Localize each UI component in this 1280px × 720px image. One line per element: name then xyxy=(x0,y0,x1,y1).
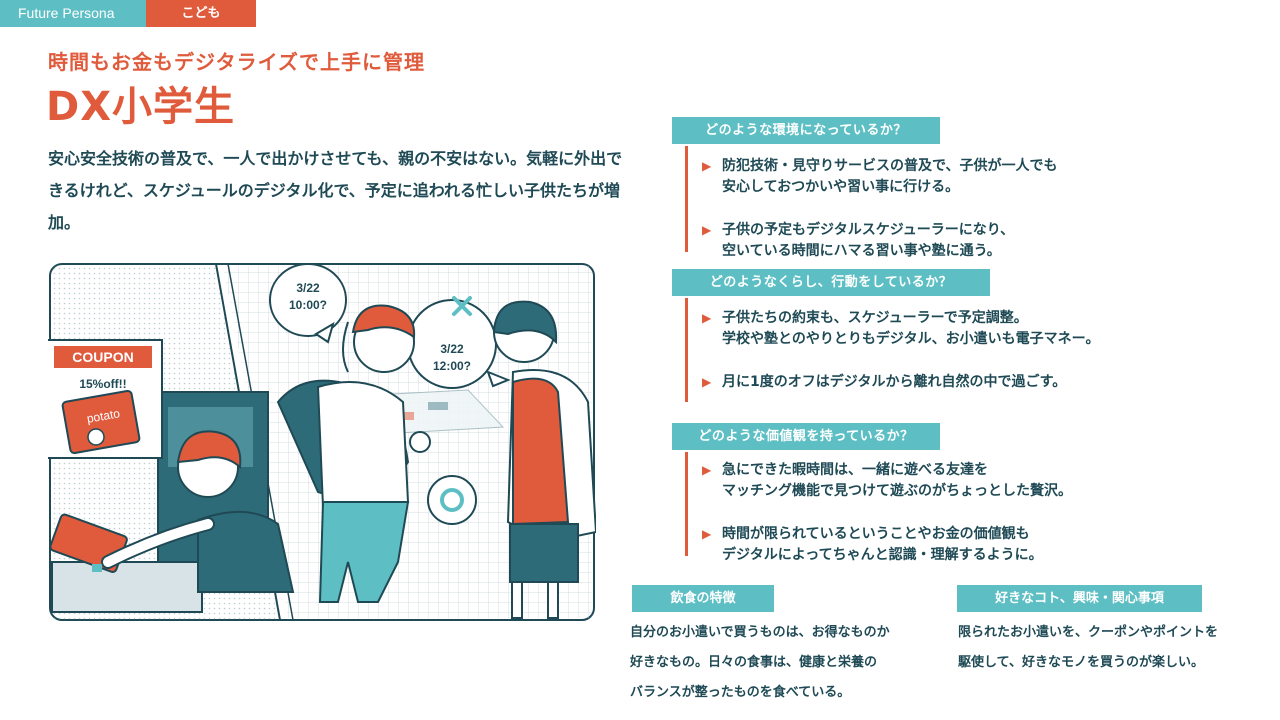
category-tag: こども xyxy=(146,0,256,27)
bubble1-time: 10:00? xyxy=(289,298,327,312)
child-buying xyxy=(92,430,295,593)
list-item: ▶ 時間が限られているということやお金の価値観も デジタルによってちゃんと認識・… xyxy=(702,524,1245,566)
illustration: COUPON 15%off!! potato 3/22 10:00? 3/22 … xyxy=(48,263,596,621)
child-standing xyxy=(492,300,596,619)
list-item: ▶ 子供たちの約束も、スケジューラーで予定調整。 学校や塾とのやりとりもデジタル… xyxy=(702,308,1245,350)
arrow-icon: ▶ xyxy=(702,159,712,173)
intro-text: 安心安全技術の普及で、一人で出かけさせても、親の不安はない。気軽に外出できるけれ… xyxy=(48,149,623,232)
persona-tag-bar: Future Persona こども xyxy=(0,0,256,27)
section-body-lifestyle: ▶ 子供たちの約束も、スケジューラーで予定調整。 学校や塾とのやりとりもデジタル… xyxy=(685,298,1245,402)
section-body-values: ▶ 急にできた暇時間は、一緒に遊べる友達を マッチング機能で見つけて遊ぶのがちょ… xyxy=(685,452,1245,563)
list-item: ▶ 急にできた暇時間は、一緒に遊べる友達を マッチング機能で見つけて遊ぶのがちょ… xyxy=(702,460,1245,502)
section-heading-lifestyle: どのようなくらし、行動をしているか？ xyxy=(672,269,990,296)
food-heading: 飲食の特徴 xyxy=(632,585,774,612)
coupon-card: COUPON 15%off!! potato xyxy=(48,339,163,459)
interest-heading: 好きなコト、興味・関心事項 xyxy=(957,585,1202,612)
food-text: 自分のお小遣いで買うものは、お得なものか 好きなもの。日々の食事は、健康と栄養の… xyxy=(630,625,890,700)
snack-label: potato xyxy=(86,406,122,426)
page-title: DX小学生 xyxy=(46,84,236,130)
bubble1-date: 3/22 xyxy=(296,281,320,295)
interest-text: 限られたお小遣いを、クーポンやポイントを 駆使して、好きなモノを買うのが楽しい。 xyxy=(958,625,1219,670)
bubble2-time: 12:00? xyxy=(433,359,471,373)
arrow-icon: ▶ xyxy=(702,527,712,541)
list-item: ▶ 子供の予定もデジタルスケジューラーになり、 空いている時間にハマる習い事や塾… xyxy=(702,220,1245,262)
bubble2-date: 3/22 xyxy=(440,342,464,356)
cross-icon xyxy=(452,296,472,316)
circle-bubble xyxy=(427,475,477,525)
speech-bubble-1: 3/22 10:00? xyxy=(269,263,347,344)
child-walking xyxy=(276,304,431,603)
arrow-icon: ▶ xyxy=(702,463,712,477)
arrow-icon: ▶ xyxy=(702,311,712,325)
arrow-icon: ▶ xyxy=(702,223,712,237)
page-subtitle: 時間もお金もデジタライズで上手に管理 xyxy=(48,50,425,74)
section-heading-values: どのような価値観を持っているか？ xyxy=(672,423,940,450)
arrow-icon: ▶ xyxy=(702,375,712,389)
section-heading-environment: どのような環境になっているか？ xyxy=(672,117,940,144)
coupon-label: COUPON xyxy=(72,349,133,365)
future-persona-tag: Future Persona xyxy=(0,0,146,27)
circle-icon xyxy=(440,488,464,512)
section-body-environment: ▶ 防犯技術・見守りサービスの普及で、子供が一人でも 安心しておつかいや習い事に… xyxy=(685,146,1245,259)
discount-label: 15%off!! xyxy=(79,377,126,391)
list-item: ▶ 月に1度のオフはデジタルから離れ自然の中で過ごす。 xyxy=(702,372,1245,393)
list-item: ▶ 防犯技術・見守りサービスの普及で、子供が一人でも 安心しておつかいや習い事に… xyxy=(702,156,1245,198)
speech-bubble-2: 3/22 12:00? xyxy=(407,296,511,389)
